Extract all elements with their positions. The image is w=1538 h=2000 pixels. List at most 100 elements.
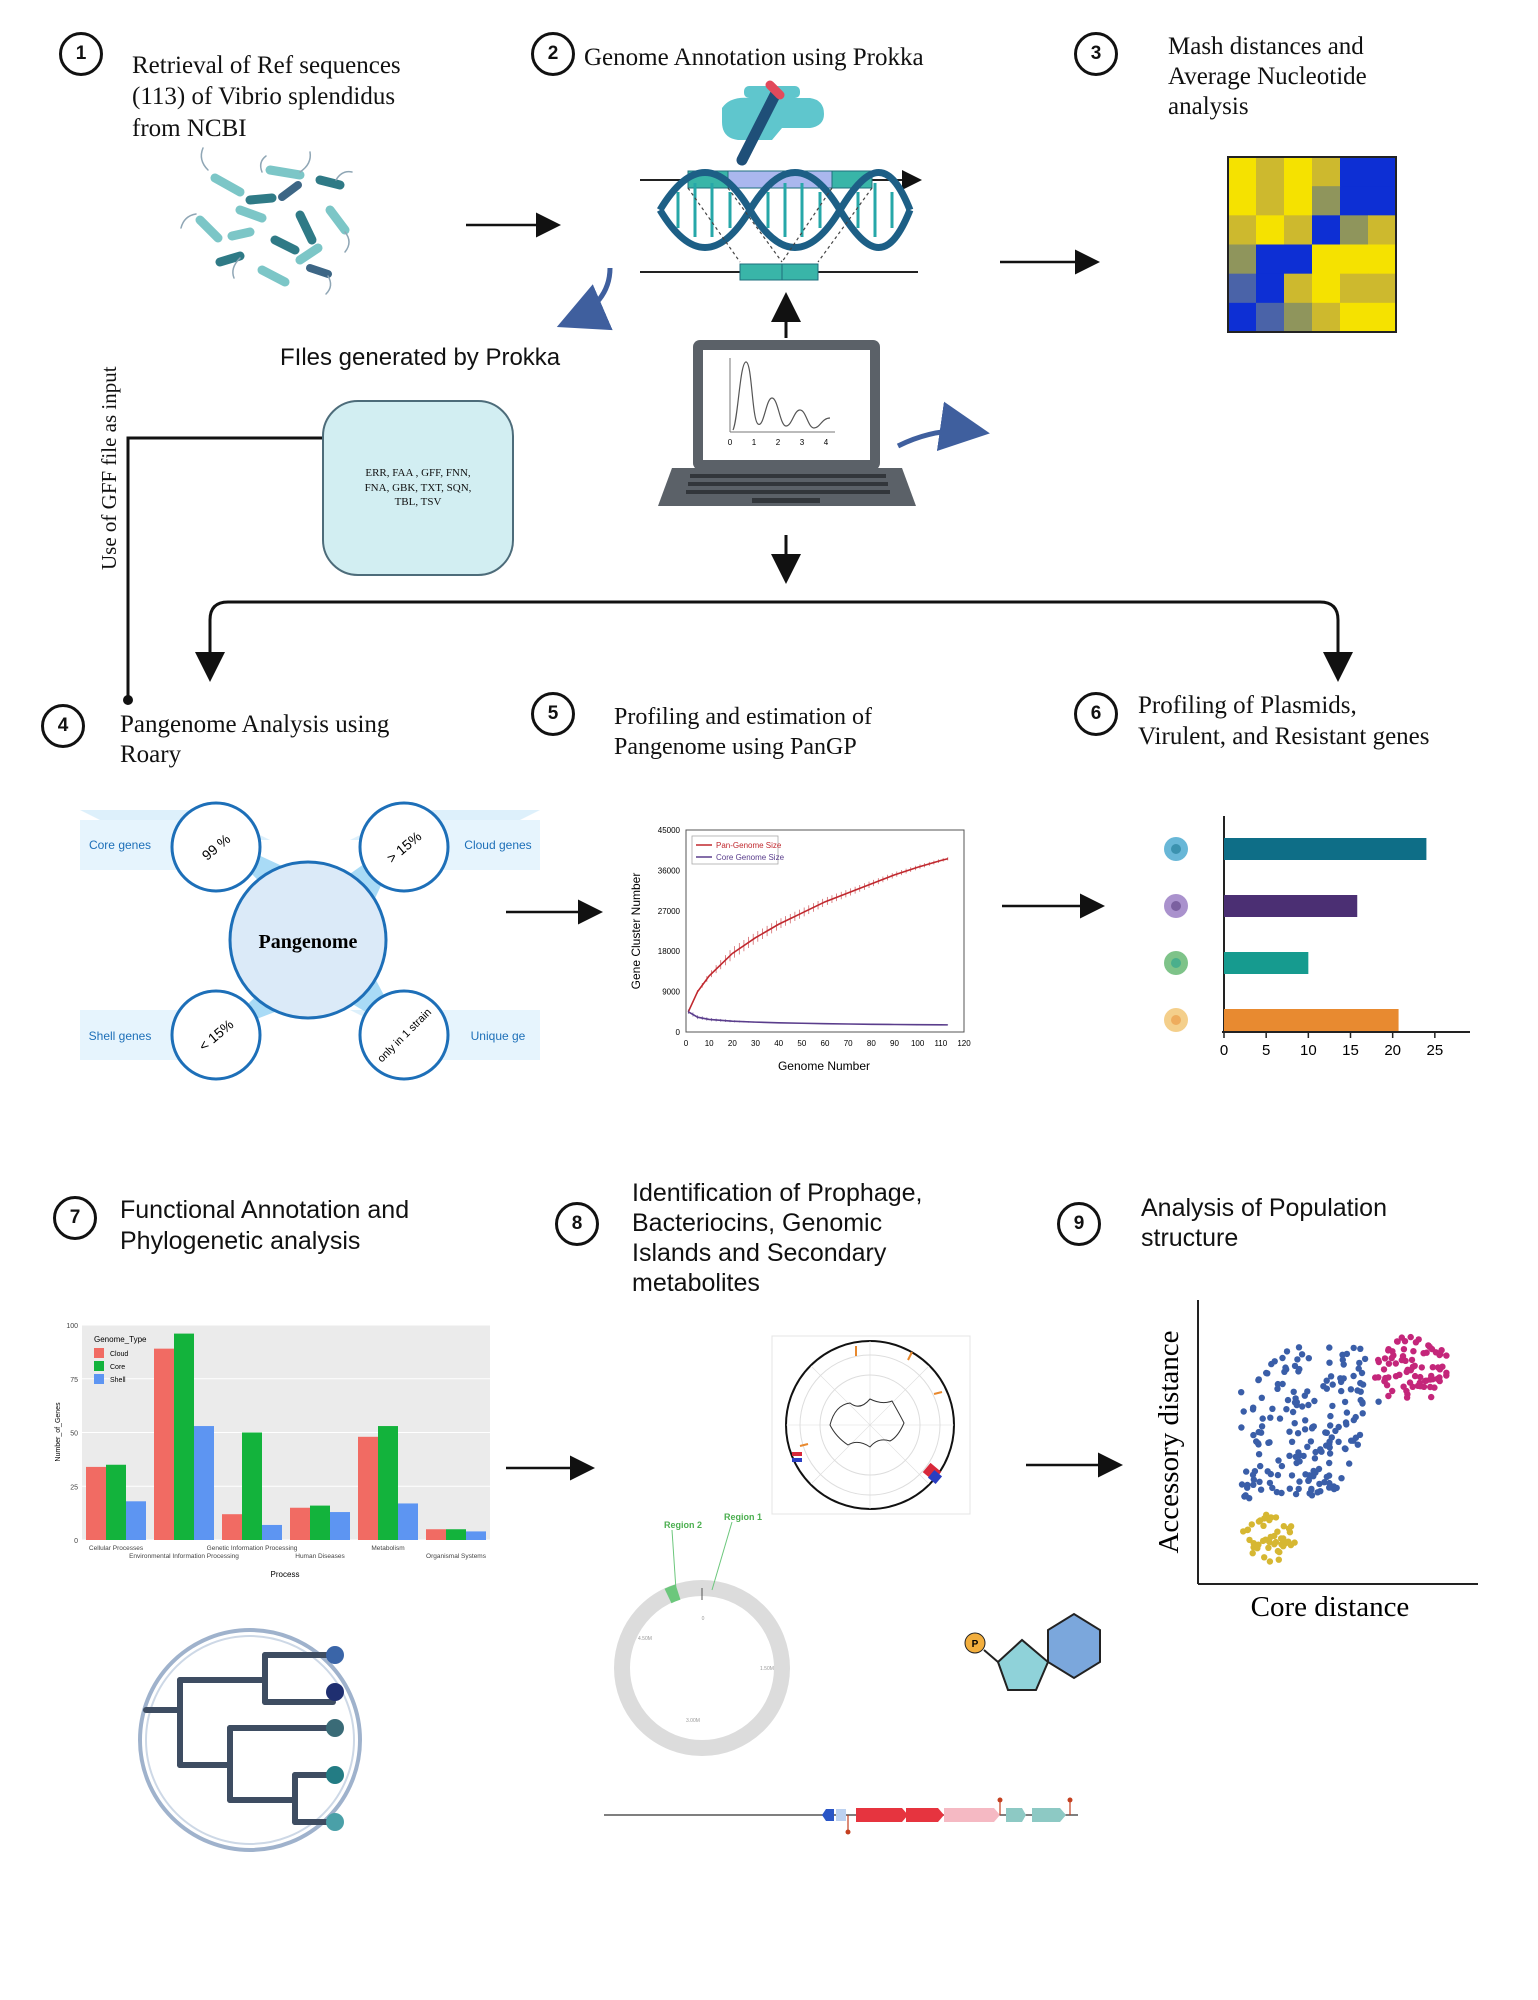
branch-connector [208,600,1340,668]
heatmap-cell [1368,302,1397,333]
scatter-point [1340,1361,1347,1368]
gbar-category-label: Environmental Information Processing [129,1553,239,1560]
scatter-point [1292,1490,1300,1498]
scatter-point [1323,1385,1331,1392]
pangp-xtick: 40 [774,1039,783,1048]
scatter-point [1322,1429,1329,1436]
scatter-point [1255,1518,1263,1525]
scatter-point [1385,1347,1392,1354]
heatmap-cell [1228,186,1257,216]
scatter-point [1290,1388,1297,1396]
scatter-point [1356,1431,1364,1439]
scatter-point [1238,1481,1246,1488]
scatter-point [1287,1523,1295,1530]
scatter-point [1329,1381,1336,1388]
pangp-legend-core: Core Genome Size [716,853,785,862]
scatter-point [1255,1376,1262,1384]
scatter-point [1276,1415,1284,1422]
scatter-point [1257,1486,1265,1493]
scatter-point [1296,1458,1303,1465]
scatter-point [1266,1558,1274,1565]
scatter-point [1385,1360,1393,1367]
scatter-point [1375,1398,1382,1405]
scatter-point [1311,1455,1319,1462]
scatter-point [1302,1417,1309,1424]
scatter-point [1296,1365,1303,1373]
pangp-ylabel: Gene Cluster Number [629,873,643,990]
gbar-bar [174,1333,194,1540]
heatmap-cell [1284,157,1313,187]
gbar-category-label: Organismal Systems [426,1553,487,1560]
hbar-bar [1224,952,1309,974]
scatter-point [1258,1423,1266,1430]
scatter-xlabel: Core distance [1251,1591,1410,1623]
step-number-3: 3 [1074,32,1118,76]
gbar-bar [358,1436,378,1540]
scatter-point [1305,1476,1313,1484]
scatter-point [1326,1344,1333,1351]
scatter-point [1329,1402,1336,1410]
pangenome-center-label: Pangenome [259,931,358,953]
pangp-xtick: 90 [890,1039,899,1048]
scatter-point [1282,1540,1289,1547]
scatter-point [1274,1380,1282,1388]
scatter-point [1421,1377,1429,1385]
scatter-point [1250,1481,1257,1489]
heatmap-cell [1256,157,1285,187]
scatter-point [1250,1431,1257,1439]
scatter-point [1269,1484,1276,1492]
laptop-tick-2: 2 [776,438,781,447]
scatter-point [1316,1480,1323,1488]
pangp-xtick: 0 [684,1039,689,1048]
step-6-title: Profiling of Plasmids,Virulent, and Resi… [1138,692,1430,751]
heatmap-cell [1340,215,1369,245]
scatter-point [1295,1344,1303,1351]
scatter-point [1238,1389,1245,1396]
prokka-files-line-3: TBL, TSV [394,496,442,509]
scatter-point [1257,1429,1265,1436]
scatter-point [1267,1470,1275,1478]
gbar-bar [222,1514,242,1540]
pangp-xtick: 10 [705,1039,714,1048]
scatter-point [1432,1349,1440,1356]
heatmap-cell [1284,186,1313,216]
scatter-point [1269,1405,1276,1413]
scatter-point [1425,1342,1432,1349]
prokka-files-label: FIles generated by Prokka [280,344,561,371]
scatter-point [1286,1485,1294,1492]
laptop-tick-1: 1 [752,438,757,447]
scatter-point [1327,1373,1335,1380]
hbar-xtick: 5 [1262,1042,1270,1059]
prokka-files-box: ERR, FAA , GFF, FNN, FNA, GBK, TXT, SQN,… [322,400,514,576]
scatter-point [1418,1364,1426,1371]
prophage-circos-plot [771,1335,971,1515]
scatter-point [1307,1438,1315,1445]
circos-tick-1: 1.50M [760,1666,774,1672]
heatmap-cell [1312,244,1341,275]
scatter-point [1357,1388,1364,1395]
scatter-point [1267,1414,1274,1421]
gbar-bar [466,1531,486,1540]
heatmap-cell [1340,273,1369,304]
scatter-point [1295,1485,1302,1493]
functional-annotation-chart: Process Number_of_Genes Genome_Type 0255… [55,1323,490,1579]
shell-genes-label: Shell genes [89,1029,152,1043]
scatter-point [1279,1354,1286,1362]
scatter-point [1436,1366,1444,1373]
heatmap-cell [1312,215,1341,245]
scatter-point [1272,1538,1280,1546]
pangp-xtick: 50 [797,1039,806,1048]
scatter-point [1249,1550,1256,1557]
scatter-point [1358,1369,1366,1377]
scatter-point [1304,1443,1311,1451]
scatter-point [1388,1354,1395,1362]
hbar-legend-dot-core [1171,958,1181,968]
scatter-point [1288,1472,1296,1479]
gbar-legend-swatch [94,1374,104,1384]
scatter-point [1276,1548,1283,1556]
pangp-xtick: 120 [957,1039,971,1048]
step-number-6: 6 [1074,692,1118,736]
scatter-point [1402,1357,1409,1365]
